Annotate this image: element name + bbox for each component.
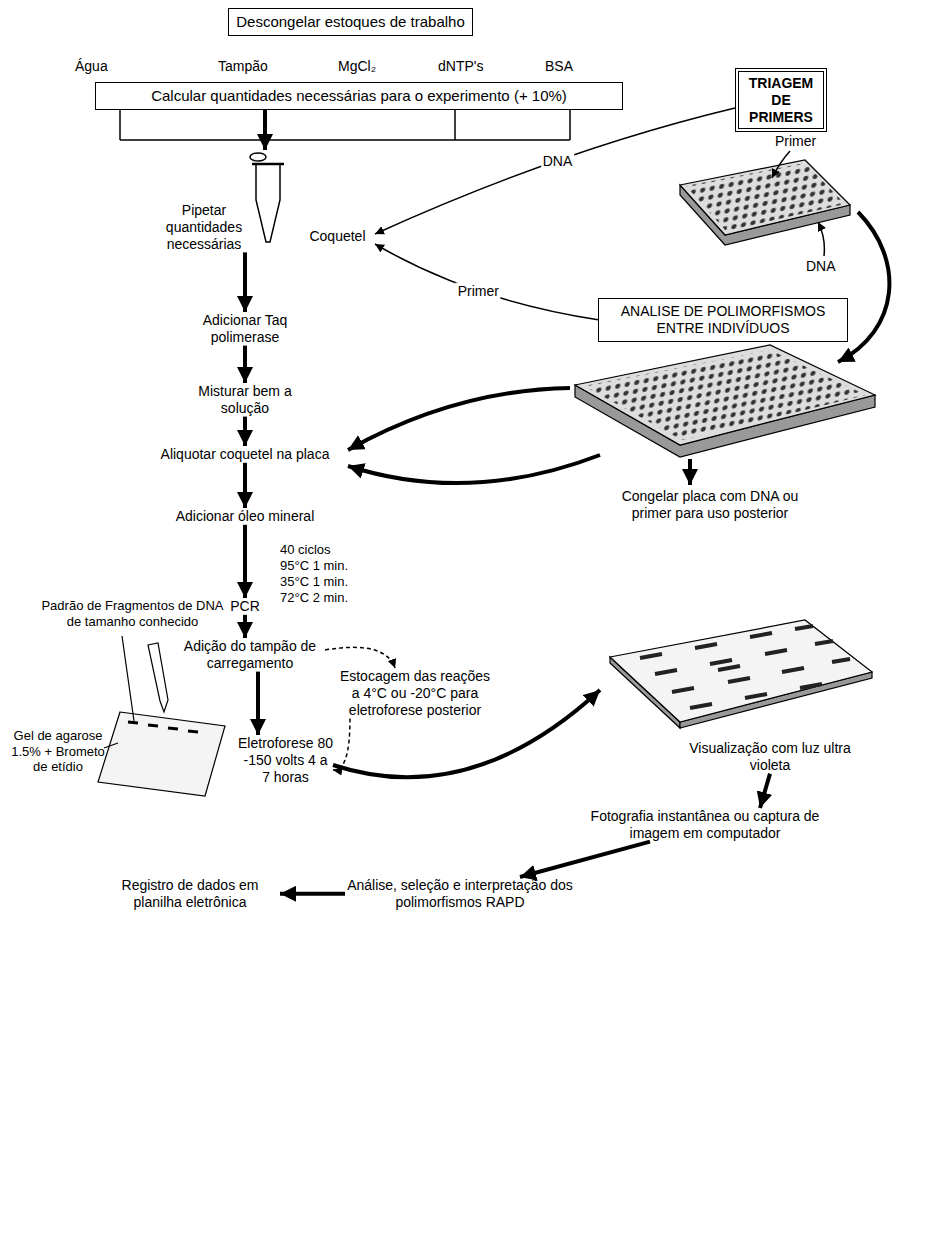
plate-small: [680, 160, 850, 245]
connector-label: DNA: [541, 152, 575, 169]
icon-holder: [248, 150, 288, 250]
gel-bands: [640, 626, 850, 708]
plate-arrows: [348, 388, 690, 485]
tube-shape: [250, 153, 284, 242]
dna-arrow: [818, 222, 824, 256]
step-text: Pipetar quantidades necessárias: [160, 202, 248, 252]
arrow-connector: [375, 108, 735, 234]
step-with-tube: Pipetar quantidades necessárias: [160, 150, 295, 252]
step-text: Estocagem das reações a 4°C ou -20°C par…: [335, 668, 495, 718]
process-box: Calcular quantidades necessárias para o …: [95, 82, 623, 110]
step-label: Adicionar Taq polimerase: [180, 312, 310, 346]
step-text: PCR: [222, 598, 268, 615]
text-label: 35°C 1 min.: [280, 574, 380, 590]
arrow-connector: [520, 842, 650, 877]
gel-wells: [128, 722, 198, 732]
plate-wells: [584, 350, 866, 440]
step-text: Registro de dados em planilha eletrônica: [100, 877, 280, 911]
step-text: Adicionar óleo mineral: [150, 508, 340, 525]
curved-arrow: [348, 388, 570, 450]
step-label: PCR: [222, 598, 268, 615]
text-label: dNTP's: [438, 58, 508, 75]
step-label: Congelar placa com DNA ou primer para us…: [605, 488, 815, 522]
arrow-connector: [243, 252, 247, 312]
primer-arrow: [772, 151, 790, 178]
step-text: Visualização com luz ultra violeta: [680, 740, 860, 774]
step-text: Descongelar estoques de trabalho: [235, 13, 466, 31]
step-label: Misturar bem a solução: [190, 383, 300, 417]
step-label: Fotografia instantânea ou captura de ima…: [590, 808, 820, 842]
arrow-connector: [375, 244, 598, 320]
step-label: Aliquotar coquetel na placa: [150, 446, 340, 463]
bracket: [120, 110, 570, 140]
step-label: Análise, seleção e interpretação dos pol…: [345, 877, 575, 911]
arrow-connector: [263, 110, 267, 150]
dashed-connector: [333, 718, 350, 770]
text-label: Tampão: [218, 58, 288, 75]
arrow-connector: [256, 672, 260, 735]
connector-label: Primer: [456, 283, 501, 300]
step-text: Aliquotar coquetel na placa: [150, 446, 340, 463]
arrow-connector: [243, 417, 247, 446]
gel-icon: [600, 612, 880, 737]
step-text: Eletroforese 80 -150 volts 4 a 7 horas: [238, 735, 333, 785]
pipette: [104, 636, 168, 748]
plate-top: [575, 345, 875, 445]
leader-line: [122, 636, 134, 721]
arrow-connector: [243, 346, 247, 383]
text-label: DNA: [806, 258, 846, 275]
step-text: Coquetel: [300, 228, 375, 245]
step-text: Calcular quantidades necessárias para o …: [102, 87, 616, 105]
plate-top: [680, 160, 850, 235]
plate-wells: [686, 163, 845, 231]
title-box: TRIAGEM DE PRIMERS: [735, 68, 827, 132]
step-text: Misturar bem a solução: [190, 383, 300, 417]
arrow-connector: [243, 463, 247, 508]
plate-arrows: [772, 151, 824, 256]
step-label: Registro de dados em planilha eletrônica: [100, 877, 280, 911]
icon-holder: [600, 612, 880, 741]
text-label: Gel de agarose 1.5% + Brometo de etídio: [8, 728, 108, 775]
text-label: Padrão de Fragmentos de DNA de tamanho c…: [40, 598, 225, 629]
plate-large: [575, 345, 875, 457]
leader-line: [104, 743, 118, 748]
process-box: Descongelar estoques de trabalho: [228, 8, 473, 36]
note-label: Estocagem das reações a 4°C ou -20°C par…: [335, 668, 495, 718]
gel-small: [98, 712, 225, 796]
text-label: Água: [75, 58, 135, 75]
arrow-connector: [243, 615, 247, 638]
step-text: Congelar placa com DNA ou primer para us…: [605, 488, 815, 522]
step-label: Adição do tampão de carregamento: [175, 638, 325, 672]
step-text: TRIAGEM DE PRIMERS: [743, 75, 819, 125]
pipette-body: [148, 643, 168, 712]
text-label: 72°C 2 min.: [280, 590, 380, 606]
gel-slab: [98, 712, 225, 796]
step-text: Fotografia instantânea ou captura de ima…: [590, 808, 820, 842]
text-label: BSA: [545, 58, 595, 75]
bracket-line: [120, 110, 570, 140]
arrow-connector: [760, 774, 770, 808]
step-text: ANALISE DE POLIMORFISMOS ENTRE INDIVÍDUO…: [605, 303, 841, 337]
gel-shape: [610, 620, 872, 728]
text-label: 40 ciclos: [280, 542, 380, 558]
step-text: Análise, seleção e interpretação dos pol…: [345, 877, 575, 911]
text-label: 95°C 1 min.: [280, 558, 380, 574]
process-box: ANALISE DE POLIMORFISMOS ENTRE INDIVÍDUO…: [598, 298, 848, 342]
step-text: Adicionar Taq polimerase: [180, 312, 310, 346]
down-arrow: [688, 459, 692, 485]
curved-arrow: [348, 455, 600, 483]
step-label: Adicionar óleo mineral: [150, 508, 340, 525]
step-text: Adição do tampão de carregamento: [175, 638, 325, 672]
text-label: MgCl₂: [338, 58, 398, 75]
dashed-connector: [325, 647, 395, 668]
text-label: Primer: [775, 133, 835, 150]
tube-icon: [248, 150, 288, 246]
step-with-gel: Visualização com luz ultra violeta: [600, 612, 880, 774]
step-label: Eletroforese 80 -150 volts 4 a 7 horas: [238, 735, 333, 785]
step-label: Coquetel: [300, 228, 375, 245]
arrow-connector: [280, 892, 345, 896]
arrow-connector: [243, 525, 247, 598]
